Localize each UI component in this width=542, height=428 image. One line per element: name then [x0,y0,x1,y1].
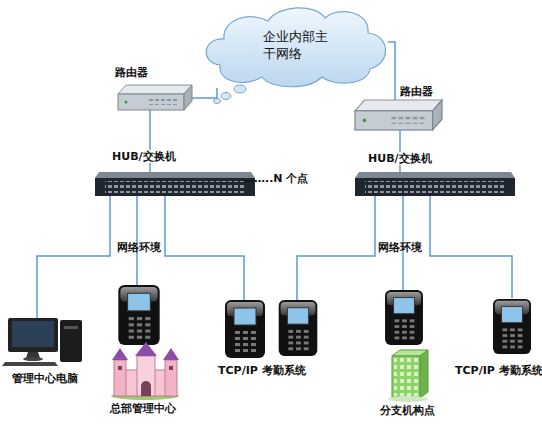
attendance-terminal [493,299,531,354]
network-label: 网络环境 [378,241,422,254]
cloud-shape [206,8,385,87]
network-link [37,196,110,318]
network-link [388,42,395,100]
cloud-bubble [221,93,231,100]
computer-icon [2,318,82,366]
network-link [192,88,217,98]
node-label: HUB/交换机 [368,152,432,165]
router: 路由器 [118,85,192,110]
network-label: 网络环境 [117,241,161,254]
headquarters-terminal: 总部管理中心 [118,285,160,345]
cloud-bubble [214,99,221,104]
switch: HUB/交换机 [95,172,255,196]
network-wire [297,196,375,300]
attendance-terminal [225,300,265,358]
network-link [165,196,244,300]
attendance-terminal [279,300,318,356]
management-pc: 管理中心电脑 [5,318,82,362]
node-label: TCP/IP 考勤系统 [455,364,542,377]
node-label: 管理中心电脑 [12,372,78,385]
backbone-cloud: 企业内部主干网络 [200,3,388,88]
node-label: TCP/IP 考勤系统 [218,364,306,377]
node-count-note: ……..N 个点 [243,172,308,185]
router-icon [355,100,442,130]
cloud-label: 企业内部主干网络 [263,28,333,62]
network-link [430,196,512,298]
network-link [399,130,401,172]
router: 路由器 [355,100,442,130]
branch-building [388,350,428,402]
switch-icon [95,172,255,196]
network-link [136,196,138,285]
cloud-bubble [234,85,246,93]
headquarters-castle [111,342,179,400]
cloud-outline [200,3,388,88]
router-icon [118,85,192,110]
switch: HUB/交换机 [355,172,515,196]
attendance-terminal [385,290,423,345]
attendance-terminal [118,285,159,345]
branch-terminal: 分支机构点 [383,290,425,345]
node-label: 分支机构点 [380,404,435,417]
node-label: HUB/交换机 [112,150,176,163]
attendance-terminal: TCP/IP 考勤系统 [493,298,531,355]
node-label: 路由器 [400,85,433,98]
switch-icon [355,172,515,196]
node-label: 路由器 [115,66,148,79]
node-label: 总部管理中心 [110,402,176,415]
attendance-terminal: TCP/IP 考勤系统 [225,300,265,358]
